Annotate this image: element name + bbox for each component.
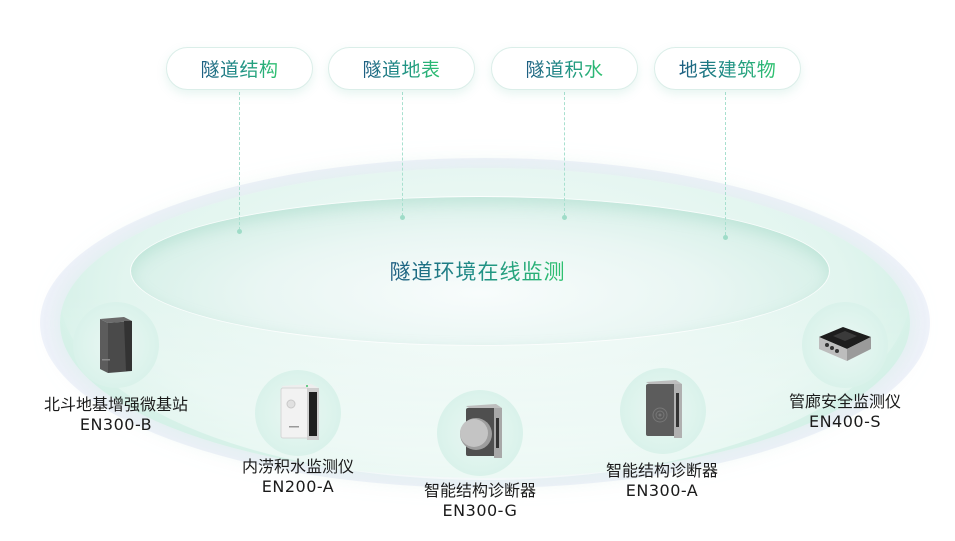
category-label: 地表建筑物 bbox=[679, 55, 777, 82]
device-model: EN300-A bbox=[625, 481, 699, 500]
category-tunnel-waterlogging[interactable]: 隧道积水 bbox=[491, 47, 638, 90]
device-name: 智能结构诊断器 bbox=[423, 481, 537, 500]
device-model: EN300-G bbox=[442, 501, 518, 520]
connector-dot-1 bbox=[237, 229, 242, 234]
device-label-pipe-gallery-monitor: 管廊安全监测仪 EN400-S bbox=[789, 392, 901, 432]
category-tunnel-surface[interactable]: 隧道地表 bbox=[328, 47, 475, 90]
connector-line-2 bbox=[402, 92, 403, 216]
connector-dot-4 bbox=[723, 235, 728, 240]
category-label: 隧道地表 bbox=[362, 55, 440, 82]
category-surface-buildings[interactable]: 地表建筑物 bbox=[654, 47, 801, 90]
device-label-structure-diagnoser-g: 智能结构诊断器 EN300-G bbox=[424, 481, 536, 521]
device-label-waterlogging-monitor: 内涝积水监测仪 EN200-A bbox=[242, 457, 354, 497]
category-tunnel-structure[interactable]: 隧道结构 bbox=[166, 47, 313, 90]
device-model: EN200-A bbox=[261, 477, 335, 496]
device-name: 智能结构诊断器 bbox=[605, 461, 719, 480]
device-name: 内涝积水监测仪 bbox=[241, 457, 355, 476]
connector-line-3 bbox=[564, 92, 565, 216]
connector-dot-3 bbox=[562, 215, 567, 220]
structure-diagnoser-a-icon[interactable] bbox=[642, 377, 688, 439]
pipe-gallery-monitor-icon[interactable] bbox=[815, 325, 875, 365]
category-label: 隧道结构 bbox=[200, 55, 278, 82]
base-station-icon[interactable] bbox=[96, 313, 136, 375]
diagram-title: 隧道环境在线监测 bbox=[389, 260, 566, 284]
category-label: 隧道积水 bbox=[525, 55, 603, 82]
device-label-structure-diagnoser-a: 智能结构诊断器 EN300-A bbox=[606, 461, 718, 501]
connector-dot-2 bbox=[400, 215, 405, 220]
device-model: EN300-B bbox=[79, 415, 153, 434]
device-model: EN400-S bbox=[808, 412, 882, 431]
waterlogging-monitor-icon[interactable] bbox=[277, 380, 323, 442]
device-label-base-station: 北斗地基增强微基站 EN300-B bbox=[44, 395, 188, 435]
monitoring-ring-inner bbox=[130, 196, 830, 346]
connector-line-1 bbox=[239, 92, 240, 230]
device-name: 北斗地基增强微基站 bbox=[43, 395, 189, 414]
structure-diagnoser-g-icon[interactable] bbox=[456, 400, 504, 460]
connector-line-4 bbox=[725, 92, 726, 235]
device-name: 管廊安全监测仪 bbox=[788, 392, 902, 411]
